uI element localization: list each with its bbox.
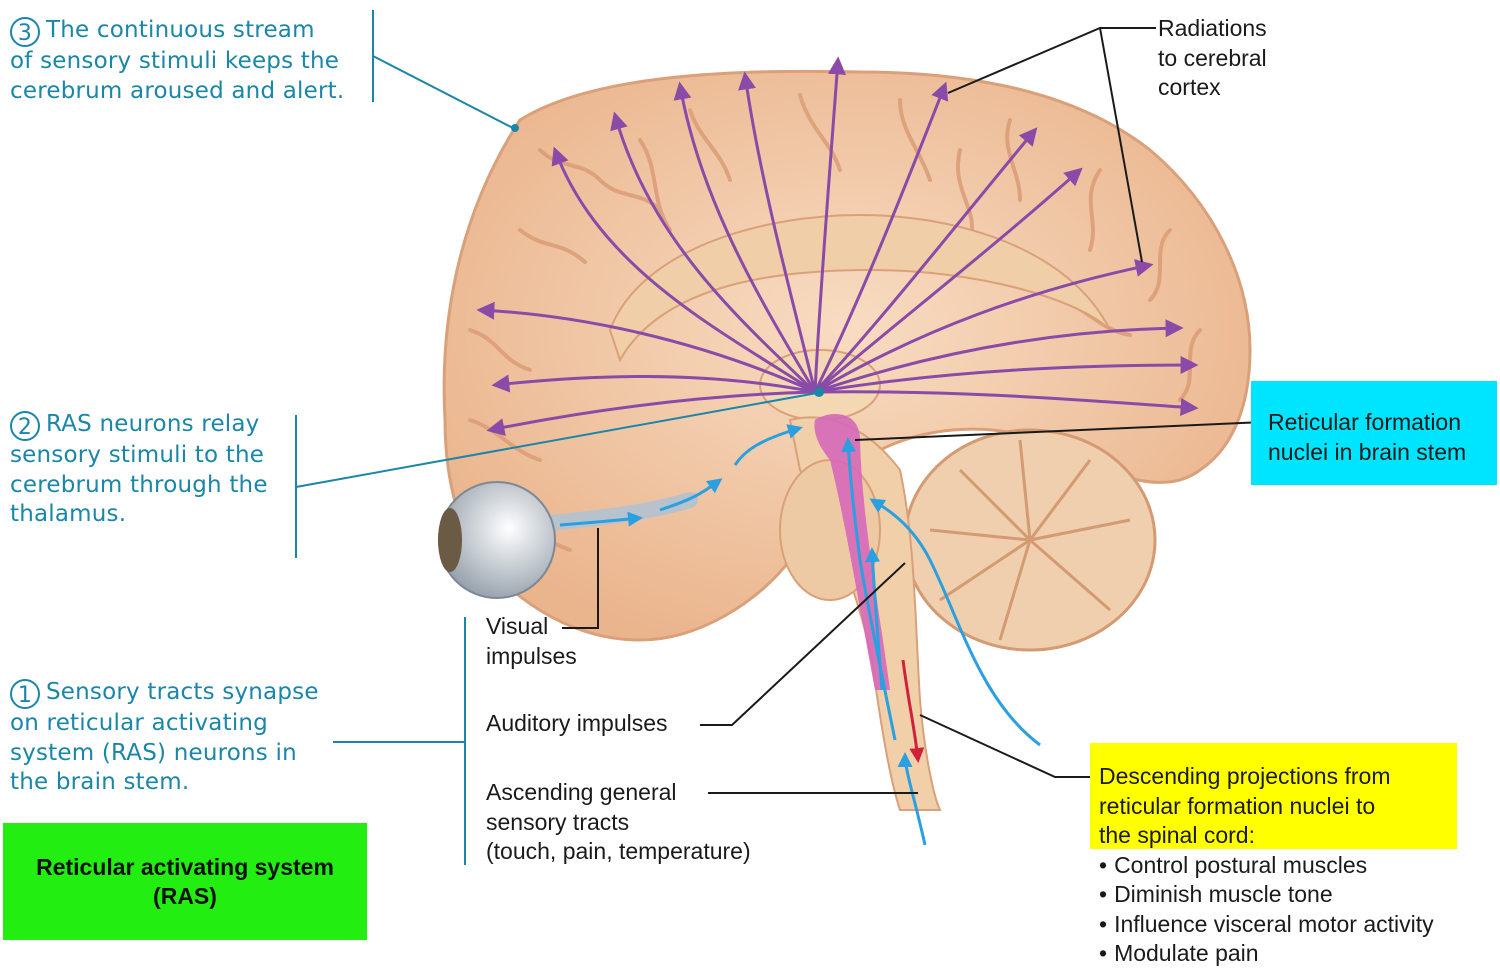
ras-dot [814,387,824,397]
auditory-impulses-label: Auditory impulses [486,710,668,736]
descending-box [1090,743,1457,849]
cerebellum [903,428,1157,652]
list-item: Modulate pain [1099,939,1434,969]
descending-functions-list: Control postural muscles Diminish muscle… [1099,851,1434,969]
list-item: Diminish muscle tone [1099,880,1434,910]
radiations-label: Radiations to cerebral cortex [1158,15,1267,100]
ras-title-line-2: (RAS) [153,882,217,909]
descending-label: Descending projections from reticular fo… [1099,762,1434,969]
radiation-arrows [476,56,1199,437]
list-item: Control postural muscles [1099,851,1434,881]
list-item: Influence visceral motor activity [1099,910,1434,940]
ascending-tracts-label: Ascending general sensory tracts (touch,… [486,779,751,864]
step-3-number: 3 [10,17,40,47]
step-2-number: 2 [10,411,40,441]
ras-title-line-1: Reticular activating system [36,853,334,880]
visual-impulses-label: Visual impulses [486,613,577,669]
step-1-number: 1 [10,679,40,709]
sensory-arrows [559,424,1041,846]
ras-title-box: Reticular activating system (RAS) [3,823,367,940]
descending-arrow [901,659,925,763]
reticular-nuclei-box [1251,381,1497,485]
reticular-nuclei-label: Reticular formation nuclei in brain stem [1268,409,1467,465]
